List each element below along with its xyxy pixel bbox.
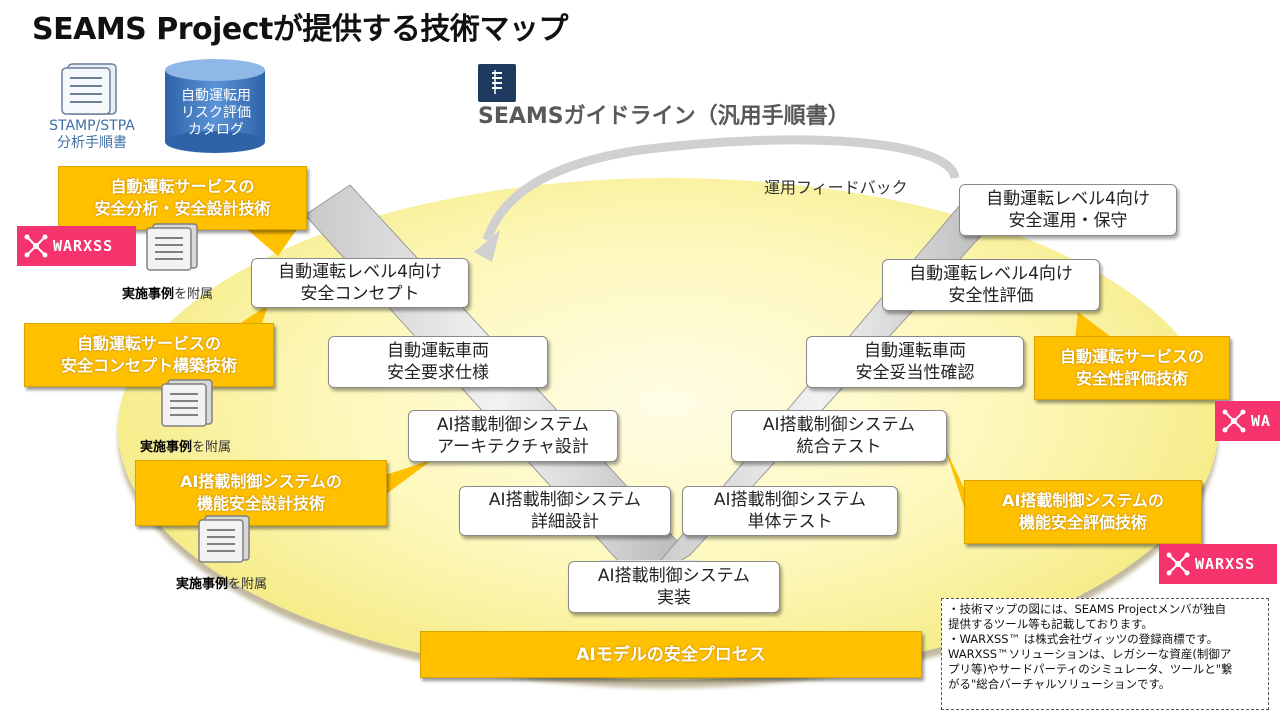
box-line: 安全性評価 [948, 286, 1034, 306]
box-line: 自動運転車両 [864, 341, 966, 361]
example-caption-rest: を附属 [228, 577, 268, 592]
example-caption-bold: 実施事例 [122, 287, 175, 302]
box-unit-test: AI搭載制御システム 単体テスト [682, 486, 898, 536]
box-safe-operation: 自動運転レベル4向け 安全運用・保守 [959, 184, 1177, 236]
box-integration-test: AI搭載制御システム 統合テスト [731, 410, 947, 462]
callout-line: 機能安全評価技術 [1018, 513, 1147, 532]
box-line: AI搭載制御システム [488, 490, 642, 510]
catalog-label: 自動運転用 リスク評価 カタログ [166, 88, 266, 139]
callout-pointer [945, 448, 965, 510]
catalog-line3: カタログ [188, 122, 244, 138]
book-icon [478, 64, 516, 102]
warxss-text: WARXSS [1195, 555, 1256, 573]
page-title: SEAMS Projectが提供する技術マップ [32, 12, 568, 47]
example-caption: 実施事例を附属 [176, 573, 267, 592]
footnote-line: がる"総合バーチャルソリューションです。 [948, 677, 1171, 691]
box-safety-validation: 自動運転車両 安全妥当性確認 [806, 336, 1024, 388]
scroll-document-icon [61, 63, 117, 115]
stamp-caption-line2: 分析手順書 [57, 135, 127, 151]
molecule-icon [1222, 409, 1246, 433]
feedback-arrow-icon [482, 135, 960, 242]
catalog-line2: リスク評価 [181, 105, 251, 121]
ai-model-process-label: AIモデルの安全プロセス [576, 644, 766, 665]
scroll-document-icon [198, 515, 250, 563]
callout-line: 自動運転サービスの [76, 334, 221, 353]
box-detail-design: AI搭載制御システム 詳細設計 [459, 486, 671, 536]
callout-line: 安全性評価技術 [1075, 369, 1188, 388]
box-line: 実装 [657, 588, 691, 608]
box-line: AI搭載制御システム [713, 490, 867, 510]
box-line: 自動運転レベル4向け [278, 262, 442, 282]
footnote-line: WARXSS™ソリューションは、レガシーな資産(制御ア [948, 647, 1232, 661]
footnote-line: 提供するツール等も記載しております。 [948, 617, 1153, 631]
callout-ai-func-eval: AI搭載制御システムの 機能安全評価技術 [964, 480, 1202, 544]
stamp-caption: STAMP/STPA 分析手順書 [38, 118, 146, 152]
warxss-logo: WARXSS [1159, 544, 1277, 584]
box-line: AI搭載制御システム [762, 415, 916, 435]
database-cylinder-icon [165, 59, 265, 153]
callout-line: 自動運転サービスの [110, 177, 255, 196]
box-line: 自動運転車両 [387, 341, 489, 361]
box-line: 自動運転レベル4向け [986, 189, 1150, 209]
callout-line: 自動運転サービスの [1059, 347, 1204, 366]
warxss-text: WARXSS [53, 237, 114, 255]
box-line: 自動運転レベル4向け [909, 264, 1073, 284]
stamp-caption-line1: STAMP/STPA [49, 118, 135, 134]
example-caption-bold: 実施事例 [140, 440, 193, 455]
box-implementation: AI搭載制御システム 実装 [568, 561, 780, 613]
warxss-logo: WA [1215, 401, 1280, 441]
guideline-title: SEAMSガイドライン（汎用手順書） [478, 104, 850, 129]
example-caption-bold: 実施事例 [176, 577, 229, 592]
callout-line: 安全コンセプト構築技術 [60, 356, 237, 375]
box-line: 統合テスト [796, 437, 882, 457]
callout-line: 安全分析・安全設計技術 [94, 199, 271, 218]
footnote-box: ・技術マップの図には、SEAMS Projectメンバが独自 提供するツール等も… [941, 598, 1269, 710]
warxss-text: WA [1251, 412, 1272, 430]
box-line: 安全要求仕様 [387, 363, 489, 383]
callout-line: 機能安全設計技術 [196, 494, 325, 513]
molecule-icon [1166, 552, 1190, 576]
box-line: 安全妥当性確認 [855, 363, 975, 383]
box-line: 単体テスト [747, 512, 833, 532]
catalog-line1: 自動運転用 [181, 88, 251, 104]
feedback-label: 運用フィードバック [764, 178, 908, 197]
molecule-icon [24, 234, 48, 258]
callout-service-design: 自動運転サービスの 安全分析・安全設計技術 [58, 166, 307, 230]
scroll-document-icon [161, 379, 213, 427]
feedback-arrowhead [474, 230, 500, 262]
box-line: アーキテクチャ設計 [437, 437, 589, 457]
box-line: AI搭載制御システム [436, 415, 590, 435]
example-caption-rest: を附属 [192, 440, 232, 455]
example-caption: 実施事例を附属 [140, 436, 231, 455]
footnote-line: プリ等)やサードパーティのシミュレータ、ツールと"繋 [948, 662, 1233, 676]
box-architecture-design: AI搭載制御システム アーキテクチャ設計 [408, 410, 618, 462]
footnote-line: ・技術マップの図には、SEAMS Projectメンバが独自 [948, 602, 1227, 616]
callout-pointer [1075, 312, 1115, 340]
box-safety-requirement: 自動運転車両 安全要求仕様 [328, 336, 548, 388]
callout-line: AI搭載制御システムの [1002, 491, 1164, 510]
box-line: 安全コンセプト [300, 284, 420, 304]
footnote-line: ・WARXSS™ は株式会社ヴィッツの登録商標です。 [948, 632, 1219, 646]
box-safety-evaluation: 自動運転レベル4向け 安全性評価 [882, 259, 1100, 311]
box-line: AI搭載制御システム [597, 566, 751, 586]
callout-line: AI搭載制御システムの [180, 472, 342, 491]
callout-ai-func-design: AI搭載制御システムの 機能安全設計技術 [135, 460, 387, 526]
ai-model-process-bar: AIモデルの安全プロセス [420, 631, 922, 678]
example-caption: 実施事例を附属 [122, 283, 213, 302]
box-line: 安全運用・保守 [1008, 211, 1128, 231]
warxss-logo: WARXSS [17, 226, 136, 266]
callout-pointer [385, 460, 432, 495]
box-line: 詳細設計 [531, 512, 599, 532]
callout-service-eval: 自動運転サービスの 安全性評価技術 [1034, 336, 1230, 400]
callout-service-concept: 自動運転サービスの 安全コンセプト構築技術 [24, 323, 274, 387]
scroll-document-icon [146, 223, 198, 271]
example-caption-rest: を附属 [174, 287, 214, 302]
box-safety-concept: 自動運転レベル4向け 安全コンセプト [251, 258, 469, 308]
